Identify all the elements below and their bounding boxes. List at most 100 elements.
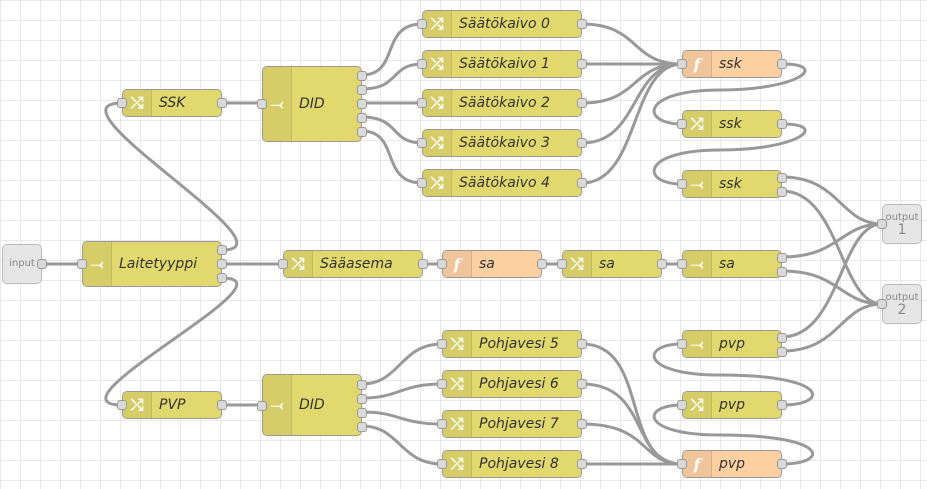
input-port[interactable]	[117, 400, 127, 410]
input-port[interactable]	[278, 259, 288, 269]
output-port[interactable]	[777, 347, 787, 357]
output-port[interactable]	[217, 400, 227, 410]
input-port[interactable]	[877, 219, 887, 229]
saatokaivo-3-node[interactable]: ⤮ Säätökaivo 3	[417, 129, 587, 157]
wire	[652, 342, 814, 407]
saatokaivo-0-node[interactable]: ⤮ Säätökaivo 0	[417, 10, 587, 38]
saatokaivo-4-node[interactable]: ⤮ Säätökaivo 4	[417, 169, 587, 197]
input-port[interactable]	[677, 259, 687, 269]
output-port[interactable]	[217, 245, 227, 255]
output-port[interactable]	[777, 119, 787, 129]
input-port[interactable]	[417, 98, 427, 108]
input-port[interactable]	[437, 419, 447, 429]
pohjavesi-8-node[interactable]: ⤮ Pohjavesi 8	[437, 450, 587, 478]
wire	[581, 422, 683, 466]
function-icon: f	[683, 51, 712, 77]
sa-function-node[interactable]: f sa	[437, 250, 547, 278]
output-port[interactable]	[577, 379, 587, 389]
output-port[interactable]	[357, 127, 367, 137]
output-port[interactable]	[217, 98, 227, 108]
output-port[interactable]	[357, 99, 367, 109]
ssk-switch-node[interactable]: ⤙ ssk	[677, 170, 787, 198]
pohjavesi-7-node[interactable]: ⤮ Pohjavesi 7	[437, 410, 587, 438]
pohjavesi-6-node[interactable]: ⤮ Pohjavesi 6	[437, 370, 587, 398]
sa-switch-node[interactable]: ⤙ sa	[677, 250, 787, 278]
ssk-function-node[interactable]: f ssk	[677, 50, 787, 78]
input-port[interactable]	[677, 459, 687, 469]
pohjavesi-5-node[interactable]: ⤮ Pohjavesi 5	[437, 330, 587, 358]
node-label: DID	[299, 397, 325, 413]
input-port[interactable]	[677, 339, 687, 349]
output-port[interactable]	[577, 138, 587, 148]
input-port[interactable]	[677, 119, 687, 129]
ssk-change-node-2[interactable]: ⤮ ssk	[677, 110, 787, 138]
saaasema-node[interactable]: ⤮ Sääasema	[278, 250, 428, 278]
node-label: Säätökaivo 1	[459, 56, 550, 72]
input-port[interactable]	[417, 59, 427, 69]
output-port[interactable]	[777, 59, 787, 69]
output-port[interactable]	[777, 333, 787, 343]
output-port[interactable]	[217, 259, 227, 269]
pvp-change-node[interactable]: ⤮ PVP	[117, 391, 227, 419]
output-2-node[interactable]: output 2	[877, 284, 922, 324]
input-node[interactable]: input	[2, 244, 47, 284]
output-port[interactable]	[577, 419, 587, 429]
input-port[interactable]	[437, 339, 447, 349]
input-port[interactable]	[417, 138, 427, 148]
output-port[interactable]	[357, 422, 367, 432]
node-label: PVP	[159, 397, 186, 413]
output-port[interactable]	[357, 71, 367, 81]
change-icon: ⤮	[683, 111, 712, 137]
input-port[interactable]	[677, 59, 687, 69]
output-1-node[interactable]: output 1	[877, 204, 922, 244]
output-port[interactable]	[657, 259, 667, 269]
input-port[interactable]	[437, 379, 447, 389]
output-port[interactable]	[777, 400, 787, 410]
output-port[interactable]	[37, 259, 47, 269]
pvp-switch-node[interactable]: ⤙ pvp	[677, 330, 787, 358]
output-port[interactable]	[537, 259, 547, 269]
output-port[interactable]	[357, 408, 367, 418]
output-port[interactable]	[577, 178, 587, 188]
output-port[interactable]	[777, 173, 787, 183]
change-icon: ⤮	[563, 251, 592, 277]
input-port[interactable]	[257, 401, 267, 411]
output-port[interactable]	[577, 459, 587, 469]
output-port[interactable]	[577, 59, 587, 69]
output-port[interactable]	[777, 187, 787, 197]
sa-change-node[interactable]: ⤮ sa	[557, 250, 667, 278]
output-port[interactable]	[777, 459, 787, 469]
input-port[interactable]	[437, 459, 447, 469]
did-switch-node-bottom[interactable]: ⤙ DID	[257, 374, 367, 436]
output-port[interactable]	[577, 98, 587, 108]
saatokaivo-2-node[interactable]: ⤮ Säätökaivo 2	[417, 89, 587, 117]
output-port[interactable]	[357, 113, 367, 123]
output-port[interactable]	[777, 267, 787, 277]
output-text: output	[885, 212, 919, 223]
node-label: Laitetyyppi	[119, 256, 198, 272]
pvp-change-node-2[interactable]: ⤮ pvp	[677, 391, 787, 419]
pvp-function-node[interactable]: f pvp	[677, 450, 787, 478]
did-switch-node-top[interactable]: ⤙ DID	[257, 66, 367, 142]
input-port[interactable]	[417, 178, 427, 188]
ssk-change-node[interactable]: ⤮ SSK	[117, 89, 227, 117]
laitetyyppi-node[interactable]: ⤙ Laitetyyppi	[77, 241, 227, 287]
output-port[interactable]	[357, 394, 367, 404]
output-port[interactable]	[577, 19, 587, 29]
output-port[interactable]	[357, 85, 367, 95]
input-port[interactable]	[677, 400, 687, 410]
input-port[interactable]	[77, 259, 87, 269]
input-port[interactable]	[677, 179, 687, 189]
output-port[interactable]	[418, 259, 428, 269]
saatokaivo-1-node[interactable]: ⤮ Säätökaivo 1	[417, 50, 587, 78]
output-port[interactable]	[217, 273, 227, 283]
input-port[interactable]	[117, 98, 127, 108]
input-port[interactable]	[437, 259, 447, 269]
output-port[interactable]	[577, 339, 587, 349]
input-port[interactable]	[557, 259, 567, 269]
output-port[interactable]	[357, 380, 367, 390]
input-port[interactable]	[877, 299, 887, 309]
input-port[interactable]	[417, 19, 427, 29]
output-port[interactable]	[777, 253, 787, 263]
input-port[interactable]	[257, 99, 267, 109]
